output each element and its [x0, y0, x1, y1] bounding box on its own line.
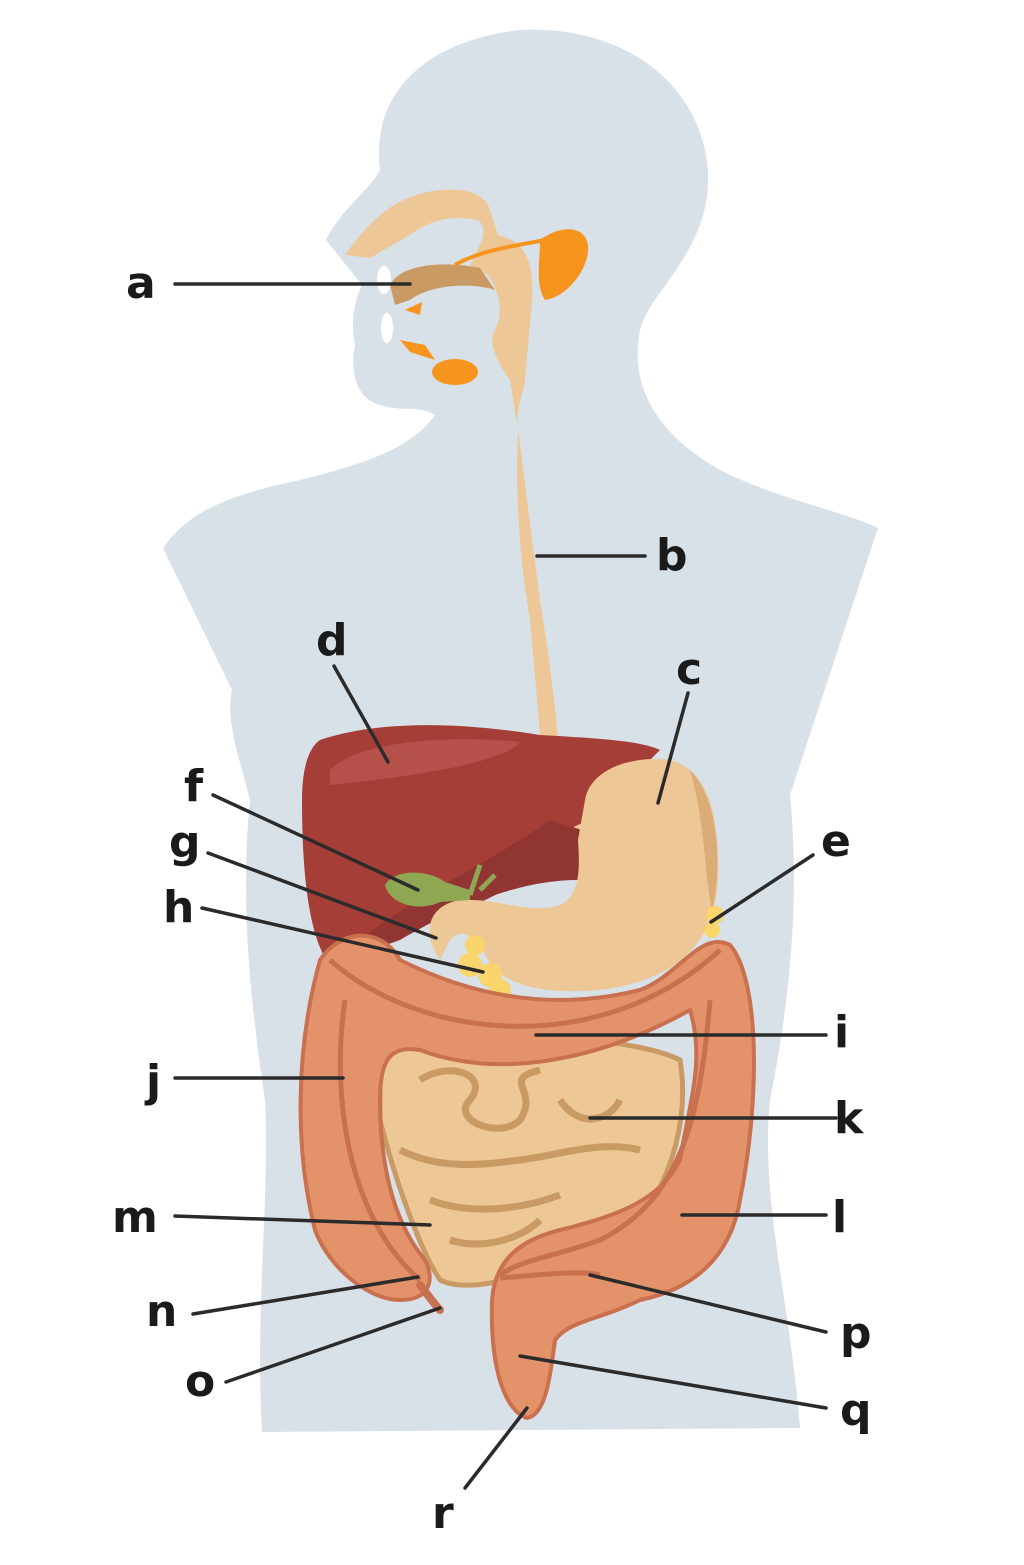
stomach	[429, 759, 719, 992]
label-q: q	[840, 1385, 872, 1436]
leader-lines	[173, 282, 838, 1490]
leader-e	[709, 853, 815, 924]
leader-n	[191, 1275, 420, 1316]
label-a: a	[126, 258, 156, 309]
leader-m	[173, 1214, 432, 1227]
leader-c	[656, 691, 690, 805]
nasal-cavity	[345, 189, 585, 835]
label-h: h	[163, 882, 194, 933]
parotid-gland	[538, 229, 589, 300]
label-d: d	[316, 615, 348, 666]
liver	[302, 725, 660, 965]
leader-g	[206, 851, 438, 940]
label-k: k	[834, 1093, 865, 1144]
submandibular-gland	[432, 359, 478, 385]
sublingual-gland	[400, 302, 435, 360]
label-i: i	[834, 1007, 849, 1058]
leader-q	[518, 1354, 828, 1410]
leader-p	[588, 1273, 828, 1334]
gallbladder	[385, 872, 470, 907]
label-c: c	[676, 644, 702, 695]
bile-duct	[467, 864, 497, 896]
teeth-lower	[381, 313, 393, 343]
label-o: o	[185, 1356, 215, 1407]
label-e: e	[821, 816, 851, 867]
salivary-duct	[453, 238, 546, 267]
small-intestine-loops	[398, 1066, 641, 1248]
label-l: l	[832, 1192, 847, 1243]
leader-d	[332, 664, 390, 764]
label-r: r	[432, 1488, 454, 1539]
leader-r	[463, 1406, 529, 1490]
label-n: n	[146, 1286, 177, 1337]
label-g: g	[169, 817, 201, 868]
stomach-shade	[690, 770, 718, 910]
tongue	[390, 264, 495, 305]
teeth-upper	[377, 266, 391, 294]
labels: a b c d e f g h i j k l m n o p q r	[112, 258, 872, 1539]
leader-f	[211, 793, 420, 892]
label-b: b	[656, 530, 688, 581]
label-j: j	[144, 1056, 161, 1107]
liver-highlight	[330, 739, 520, 785]
label-f: f	[184, 761, 204, 812]
leader-h	[200, 906, 485, 974]
large-intestine-band	[328, 948, 722, 1282]
label-p: p	[840, 1308, 872, 1359]
label-m: m	[112, 1192, 158, 1243]
leader-o	[224, 1306, 442, 1384]
pancreas	[458, 906, 724, 1001]
large-intestine	[298, 933, 756, 1421]
